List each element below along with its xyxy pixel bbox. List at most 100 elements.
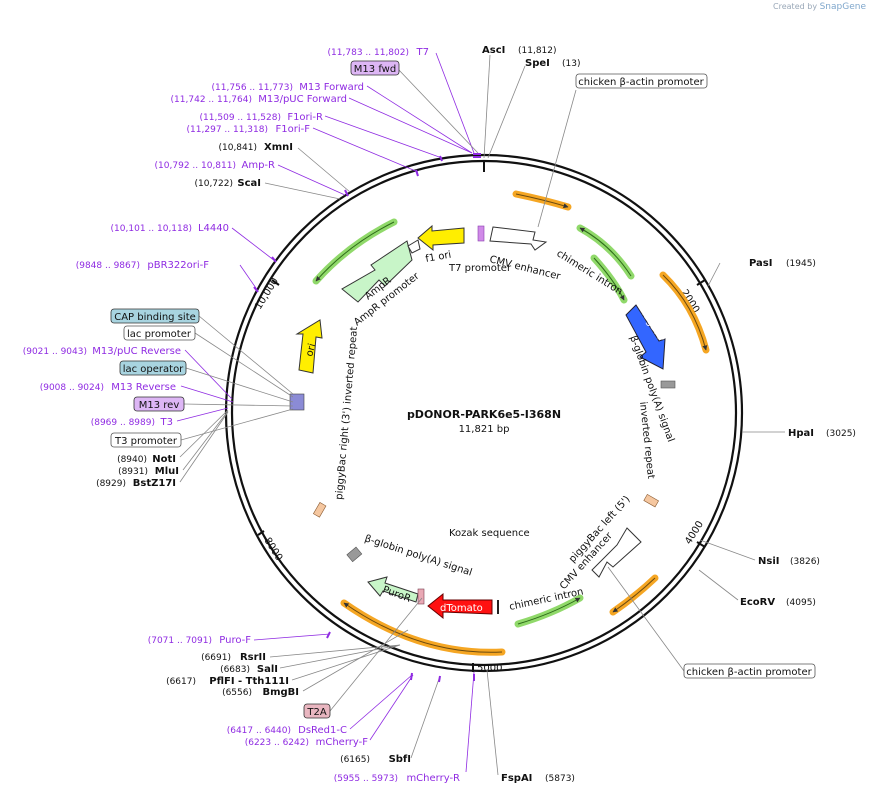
primer-puro-f-range: (7071 .. 7091) <box>148 636 212 646</box>
enzyme-bstz17i[interactable]: BstZ17I <box>133 478 176 489</box>
box-t2a[interactable]: T2A <box>306 707 326 718</box>
enzyme-mlui-pos: (8931) <box>118 467 148 477</box>
leader-t3prom <box>180 408 294 441</box>
enzyme-nsii[interactable]: NsiI <box>758 556 779 567</box>
enzyme-pflfi-pos: (6617) <box>166 677 196 687</box>
enzyme-asci-pos: (11,812) <box>518 46 557 56</box>
primer-m13puc-forward-range: (11,742 .. 11,764) <box>171 95 252 105</box>
enzyme-bstz17i-pos: (8929) <box>96 479 126 489</box>
enzyme-scai[interactable]: ScaI <box>237 178 261 189</box>
primer-mcherry-r[interactable]: mCherry-R <box>406 773 460 784</box>
leader-dsred1-c <box>349 674 413 730</box>
box-m13rev[interactable]: M13 rev <box>139 400 180 411</box>
enzyme-scai-pos: (10,722) <box>194 179 233 189</box>
primer-m13puc-forward[interactable]: M13/pUC Forward <box>258 94 347 105</box>
box-m13fwd[interactable]: M13 fwd <box>354 64 396 75</box>
leader-spei <box>487 65 526 159</box>
primer-t7-range: (11,783 .. 11,802) <box>328 48 409 58</box>
primer-m13puc-reverse-range: (9021 .. 9043) <box>23 347 87 357</box>
box-cap-bg <box>110 308 200 324</box>
box-lac-op-bg <box>119 360 187 376</box>
box-lac-prom[interactable]: lac promoter <box>127 329 192 340</box>
primer-t7[interactable]: T7 <box>416 47 429 58</box>
enzyme-asci[interactable]: AscI <box>482 45 505 56</box>
primer-dsred1-c-range: (6417 .. 6440) <box>227 726 291 736</box>
leader-asci <box>483 54 491 159</box>
leader-lac-op <box>185 367 294 403</box>
enzyme-sbfi[interactable]: SbfI <box>389 754 411 765</box>
box-lac-op[interactable]: lac operator <box>123 364 184 375</box>
enzyme-pflfi[interactable]: PflFI - Tth111I <box>209 676 289 687</box>
enzyme-hpai-pos: (3025) <box>826 429 856 439</box>
leader-amp-r <box>277 164 346 196</box>
primer-t3[interactable]: T3 <box>160 417 173 428</box>
enzyme-hpai[interactable]: HpaI <box>788 428 814 439</box>
enzyme-spei[interactable]: SpeI <box>525 58 550 69</box>
puror-arrow <box>367 576 419 603</box>
leader-fspai <box>486 669 499 776</box>
dtomato-arrow <box>427 592 493 620</box>
enzyme-mlui[interactable]: MluI <box>155 466 179 477</box>
enzyme-pasi[interactable]: PasI <box>749 258 772 269</box>
primer-l4440[interactable]: L4440 <box>198 223 229 234</box>
primer-dsred1-c[interactable]: DsRed1-C <box>298 725 347 736</box>
tick-8000 <box>257 530 265 536</box>
primer-tick-puro <box>326 631 331 639</box>
enzyme-ecorv[interactable]: EcoRV <box>740 597 775 608</box>
leader-xmni <box>297 147 351 193</box>
enzyme-fspai[interactable]: FspAI <box>501 773 532 784</box>
leader-sbfi <box>410 675 441 759</box>
leader-lac-prom <box>194 332 294 398</box>
label-piggybac-right: piggyBac right (3') inverted repeat <box>334 326 360 500</box>
leader-mcherry-f <box>369 674 414 741</box>
snapgene-watermark: Created by SnapGene <box>773 2 866 12</box>
primer-amp-r[interactable]: Amp-R <box>242 160 276 171</box>
green-arc-left-line <box>315 221 395 282</box>
primer-m13-reverse[interactable]: M13 Reverse <box>111 382 176 393</box>
leader-noti <box>179 409 229 458</box>
inverted-repeat-3-mark <box>312 502 327 518</box>
label-kozak: Kozak sequence <box>449 528 530 539</box>
box-cap[interactable]: CAP binding site <box>114 312 196 323</box>
enzyme-labels: AscI (11,812) SpeI (13) PasI (1945) HpaI… <box>96 45 856 784</box>
t2a-mark <box>417 588 425 605</box>
box-t3prom[interactable]: T3 promoter <box>114 436 178 447</box>
primer-pbr322ori-f[interactable]: pBR322ori-F <box>147 260 209 271</box>
primer-f1ori-f[interactable]: F1ori-F <box>276 124 311 135</box>
label-inverted-repeat: inverted repeat <box>637 401 656 479</box>
brand-text: SnapGene <box>819 2 866 12</box>
primer-m13-forward[interactable]: M13 Forward <box>299 82 364 93</box>
primer-tick-mcherryf <box>410 672 413 681</box>
enzyme-xmni-pos: (10,841) <box>218 143 257 153</box>
enzyme-xmni[interactable]: XmnI <box>264 142 293 153</box>
inner-features <box>289 224 676 620</box>
primer-mcherry-f[interactable]: mCherry-F <box>316 737 369 748</box>
enzyme-sali[interactable]: SalI <box>257 664 278 675</box>
box-cba-bottom[interactable]: chicken β-actin promoter <box>686 667 812 678</box>
leader-rsrii <box>269 644 401 658</box>
enzyme-noti[interactable]: NotI <box>152 454 176 465</box>
leader-pasi <box>707 262 721 287</box>
primer-f1ori-r-range: (11,509 .. 11,528) <box>200 113 281 123</box>
enzyme-bmgbi[interactable]: BmgBI <box>262 687 299 698</box>
primer-m13puc-reverse[interactable]: M13/pUC Reverse <box>92 346 181 357</box>
enzyme-spei-pos: (13) <box>562 59 580 69</box>
label-t7-promoter: T7 promoter <box>448 263 512 274</box>
enzyme-rsrii[interactable]: RsrII <box>240 652 266 663</box>
primer-tick-ampr <box>344 189 349 197</box>
box-cba-bottom-bg <box>683 663 816 679</box>
leader-m13puc-rev <box>184 349 233 400</box>
f1-ori-arrow <box>417 224 465 252</box>
ampr-promoter-arrow <box>407 239 421 254</box>
leader-bmgbi <box>302 629 409 692</box>
leader-m13rev <box>183 403 294 407</box>
box-cba-top[interactable]: chicken β-actin promoter <box>578 77 704 88</box>
leader-m13fwd <box>397 68 479 154</box>
leader-ecorv <box>698 569 739 601</box>
boxed-labels: M13 fwd chicken β-actin promoter CAP bin… <box>110 60 816 719</box>
primer-f1ori-r[interactable]: F1ori-R <box>287 112 323 123</box>
primer-l4440-range: (10,101 .. 10,118) <box>111 224 192 234</box>
primer-puro-f[interactable]: Puro-F <box>219 635 251 646</box>
beta-globin-polya-lower-mark <box>346 546 363 563</box>
